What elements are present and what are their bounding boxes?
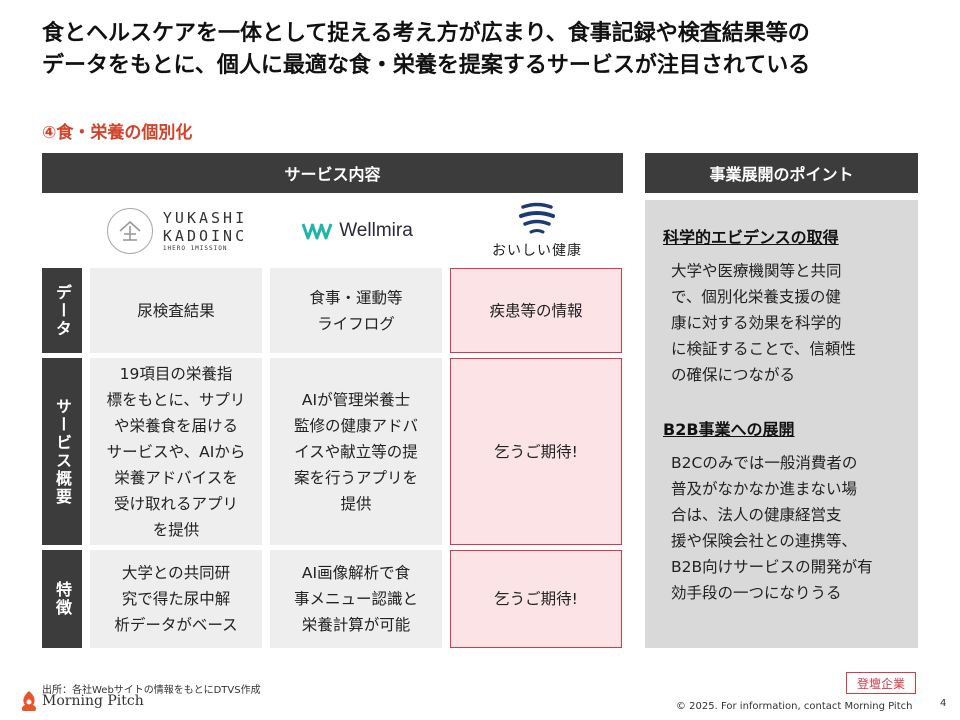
row-label-data-text: データ bbox=[53, 283, 72, 338]
cell-overview-oishii-kenko: 乞うご期待! bbox=[450, 358, 622, 545]
oishii-kenko-mark-icon bbox=[519, 202, 555, 234]
wellmira-name: Wellmira bbox=[339, 220, 413, 241]
cell-data-wellmira: 食事・運動等 ライフログ bbox=[270, 268, 442, 353]
cell-text: 乞うご期待! bbox=[494, 442, 578, 461]
morning-pitch-name: Morning Pitch bbox=[42, 693, 144, 709]
yukashikado-name-line-2: KADOINC bbox=[162, 227, 248, 245]
yukashikado-name-line-1: YUKASHI bbox=[162, 209, 248, 227]
point-heading-evidence: 科学的エビデンスの取得 bbox=[663, 228, 839, 247]
cell-feature-oishii-kenko: 乞うご期待! bbox=[450, 550, 622, 648]
cell-feature-yukashikado: 大学との共同研 究で得た尿中解 析データがベース bbox=[90, 550, 262, 648]
source-note: 出所：各社Webサイトの情報をもとにDTVS作成 bbox=[42, 685, 261, 696]
wellmira-logo: Wellmira bbox=[272, 200, 442, 262]
wellmira-mark-icon bbox=[301, 223, 333, 240]
row-label-overview-text: サービス概要 bbox=[53, 397, 72, 506]
cell-text: 乞うご期待! bbox=[494, 590, 578, 608]
point-heading-b2b: B2B事業への展開 bbox=[663, 420, 795, 439]
service-header: サービス内容 bbox=[42, 153, 623, 193]
cell-text: 食事・運動等 ライフログ bbox=[309, 288, 403, 333]
cell-overview-wellmira: AIが管理栄養士 監修の健康アドバ イスや献立等の提 案を行うアプリを 提供 bbox=[270, 358, 442, 545]
row-label-overview: サービス概要 bbox=[42, 358, 82, 545]
title-line-2: データをもとに、個人に最適な食・栄養を提案するサービスが注目されている bbox=[42, 53, 811, 78]
cell-data-yukashikado: 尿検査結果 bbox=[90, 268, 262, 353]
page-number: 4 bbox=[940, 698, 947, 709]
row-label-feature: 特徴 bbox=[42, 550, 82, 648]
point-body-b2b: B2Cのみでは一般消費者の 普及がなかなか進まない場 合は、法人の健康経営支 援… bbox=[671, 454, 873, 602]
page-title: 食とヘルスケアを一体として捉える考え方が広まり、食事記録や検査結果等の データを… bbox=[42, 18, 922, 82]
cell-data-oishii-kenko: 疾患等の情報 bbox=[450, 268, 622, 353]
title-line-1: 食とヘルスケアを一体として捉える考え方が広まり、食事記録や検査結果等の bbox=[42, 21, 810, 46]
yukashikado-mark-icon bbox=[106, 208, 153, 254]
morning-pitch-mark-icon bbox=[21, 691, 37, 711]
cell-text: 疾患等の情報 bbox=[489, 301, 583, 320]
morning-pitch-logo: Morning Pitch bbox=[20, 690, 144, 712]
cell-text: AI画像解析で食 事メニュー認識と 栄養計算が可能 bbox=[293, 564, 418, 634]
yukashikado-logo: YUKASHI KADOINC 1HERO 1MISSION bbox=[92, 200, 262, 262]
cell-feature-wellmira: AI画像解析で食 事メニュー認識と 栄養計算が可能 bbox=[270, 550, 442, 648]
section-subtitle: ④食・栄養の個別化 bbox=[42, 123, 193, 143]
cell-text: 19項目の栄養指 標をもとに、サプリ や栄養食を届ける サービスや、AIから 栄… bbox=[106, 364, 246, 539]
yukashikado-tagline: 1HERO 1MISSION bbox=[162, 245, 228, 252]
point-body-evidence: 大学や医療機関等と共同 で、個別化栄養支援の健 康に対する効果を科学的 に検証す… bbox=[671, 262, 856, 384]
cell-overview-yukashikado: 19項目の栄養指 標をもとに、サプリ や栄養食を届ける サービスや、AIから 栄… bbox=[90, 358, 262, 545]
row-label-data: データ bbox=[42, 268, 82, 353]
cell-text: 大学との共同研 究で得た尿中解 析データがベース bbox=[114, 564, 238, 634]
cell-text: 尿検査結果 bbox=[137, 301, 215, 320]
presenter-badge: 登壇企業 bbox=[846, 672, 916, 694]
copyright-text: © 2025. For information, contact Morning… bbox=[676, 701, 913, 712]
oishii-kenko-name: おいしい健康 bbox=[492, 243, 582, 259]
business-points-panel: 科学的エビデンスの取得 大学や医療機関等と共同 で、個別化栄養支援の健 康に対す… bbox=[645, 200, 918, 648]
row-label-feature-text: 特徴 bbox=[53, 581, 72, 617]
cell-text: AIが管理栄養士 監修の健康アドバ イスや献立等の提 案を行うアプリを 提供 bbox=[293, 390, 418, 513]
oishii-kenko-logo: おいしい健康 bbox=[452, 200, 622, 262]
points-header: 事業展開のポイント bbox=[645, 153, 918, 193]
